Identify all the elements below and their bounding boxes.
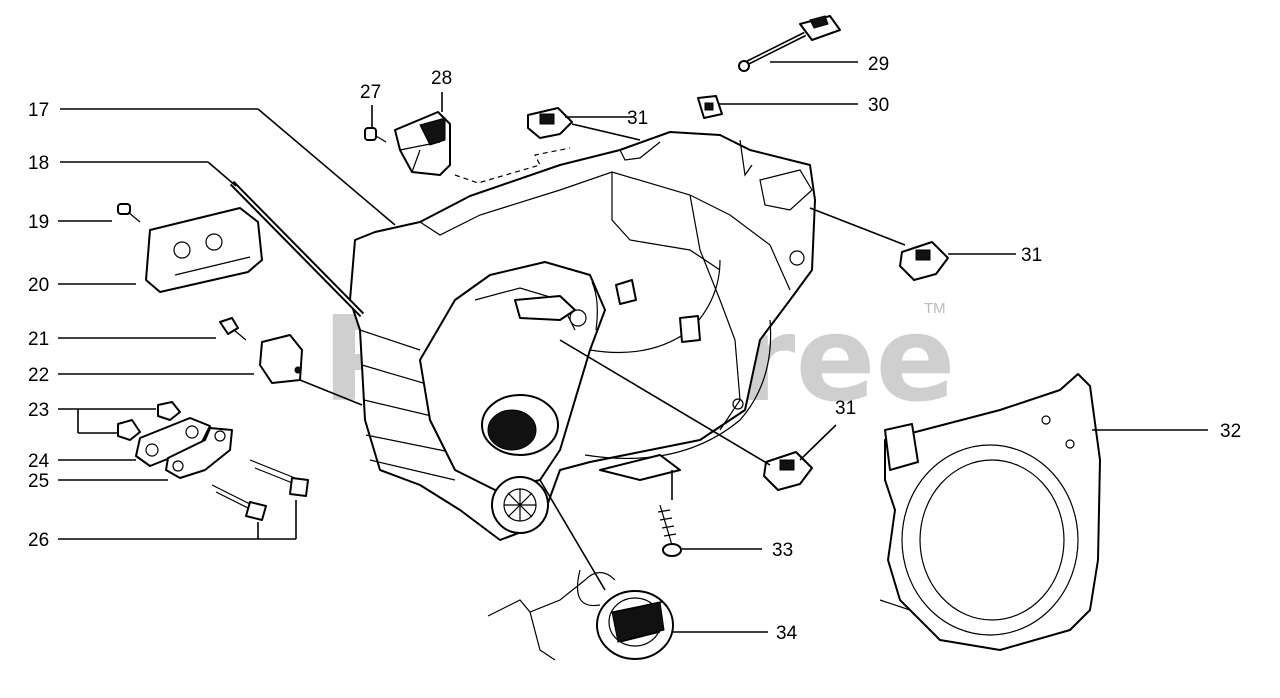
adjuster-29 [738,15,841,72]
callout-21: 21 [28,329,49,350]
bracket-25 [165,427,233,479]
callout-34: 34 [776,623,798,644]
screw-27 [364,127,387,143]
callout-31-right: 31 [1021,245,1042,266]
clip-31-bottom [763,451,813,491]
callout-32: 32 [1220,421,1241,442]
oil-cap-34 [487,569,674,661]
callout-23: 23 [28,400,49,421]
crankcase-housing [349,131,816,541]
callout-33: 33 [772,540,793,561]
callout-25: 25 [28,471,49,492]
screw-21 [219,317,247,341]
callout-22: 22 [28,365,49,386]
bumper-22 [259,334,303,384]
clip-31-right [899,241,949,281]
chain-catcher-28 [394,111,451,176]
callout-20: 20 [28,275,49,296]
callout-30: 30 [868,95,889,116]
callout-24: 24 [28,451,50,472]
alignment-dashed-line [454,147,571,184]
screw-19 [117,203,141,223]
clip-30 [697,95,723,119]
leader-lines [58,61,1208,633]
callout-19: 19 [28,212,49,233]
plate-20 [145,207,263,293]
callout-18: 18 [28,153,49,174]
callout-31-bottom: 31 [835,398,856,419]
callout-26: 26 [28,530,49,551]
watermark-trademark: TM [924,300,946,317]
callout-28: 28 [431,68,452,89]
callout-27: 27 [360,82,381,103]
clip-31-top [527,107,573,139]
nuts-23 [117,401,181,441]
callout-31-top: 31 [627,108,648,129]
bolt-33 [657,504,682,557]
tension-screws-26 [211,459,309,521]
callout-17: 17 [28,100,49,121]
callout-29: 29 [868,54,889,75]
starter-cover-32 [879,373,1101,651]
